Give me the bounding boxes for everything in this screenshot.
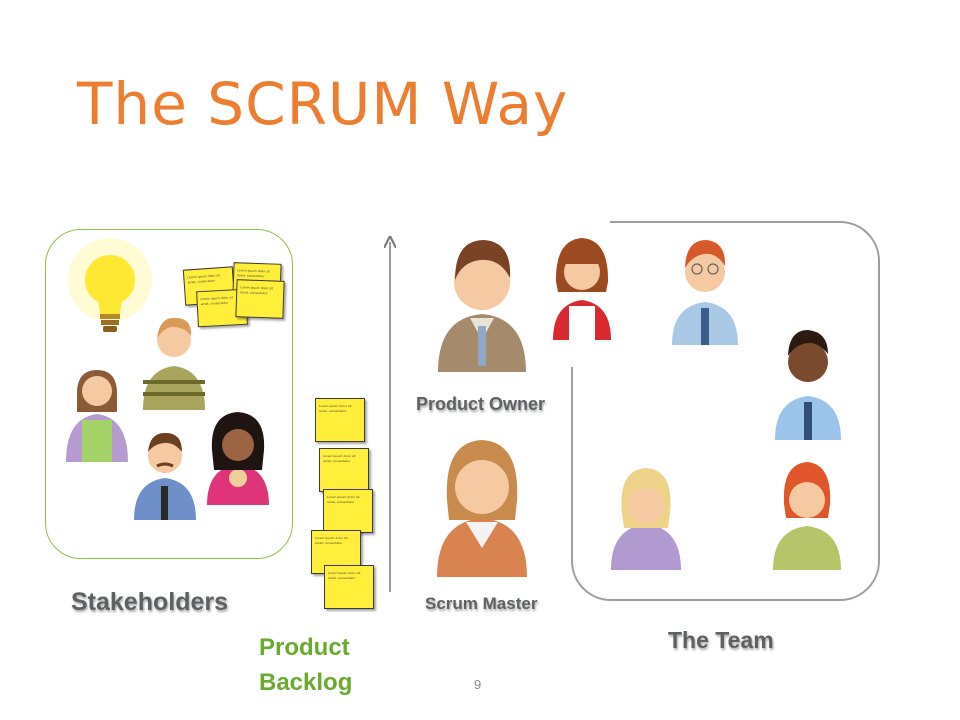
sticky-note-icon: Lorem ipsum dolor sit amet, consectetur (319, 448, 369, 492)
scrum-master-label: Scrum Master (425, 594, 538, 613)
team-member-dark-skin (775, 330, 841, 440)
team-member-glasses (672, 240, 738, 345)
slide-title: The SCRUM Way (77, 70, 569, 138)
lightbulb-icon (68, 238, 152, 332)
sticky-note-icon: Lorem ipsum dolor sit amet, consectetur (324, 565, 374, 609)
team-member-red-hair (773, 462, 841, 570)
sticky-note-icon: Lorem ipsum dolor sit amet, consectetur (315, 398, 365, 442)
product-owner-label: Product Owner (416, 394, 546, 414)
slide-number: 9 (474, 677, 482, 692)
product-owner-avatar (438, 240, 526, 372)
stakeholders-frame (45, 229, 293, 559)
product-backlog-label: Product Backlog (259, 634, 353, 696)
stakeholder-person-pink-jacket (207, 412, 269, 505)
team-label: The Team (668, 627, 774, 653)
stakeholder-person-striped-shirt (143, 317, 205, 410)
team-member-blonde (611, 468, 681, 570)
stakeholder-person-purple-top (66, 370, 128, 462)
stakeholder-person-mustache (134, 432, 196, 520)
sticky-note-icon: Lorem ipsum dolor sit amet, consectetur (323, 489, 373, 533)
sticky-note-icon: Lorem ipsum dolor sit amet, consectetur (235, 279, 285, 319)
team-frame (571, 221, 880, 601)
stakeholders-label: Stakeholders (71, 588, 229, 616)
scrum-master-avatar (437, 440, 527, 577)
team-member-red-jacket (553, 238, 611, 340)
